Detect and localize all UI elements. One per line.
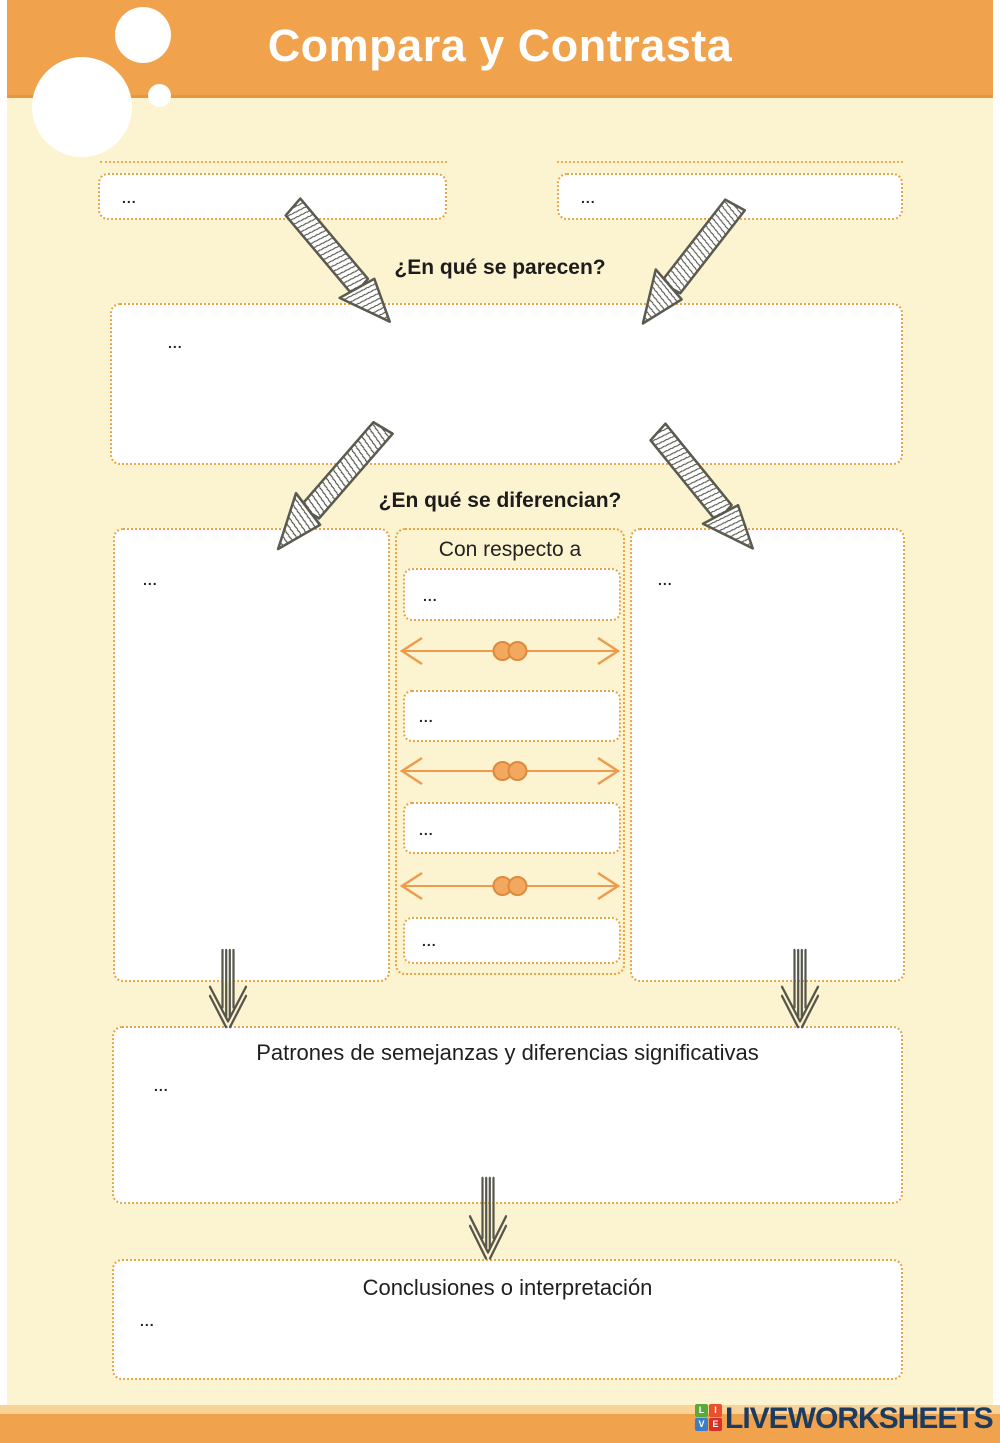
aspect-3-value: ... xyxy=(419,822,434,838)
input-box-topic-a[interactable]: ... xyxy=(98,173,447,220)
footer-bar xyxy=(0,1414,1000,1443)
aspect-4-value: ... xyxy=(422,933,437,949)
page-title: Compara y Contrasta xyxy=(267,20,733,71)
liveworksheets-wordmark: LIVEWORKSHEETS xyxy=(725,1402,994,1435)
aspect-2-value: ... xyxy=(419,709,434,725)
aspects-column: Con respecto a ... ... ... ... xyxy=(395,528,625,975)
conclusions-value: ... xyxy=(140,1313,155,1329)
topic-b-frame-edge xyxy=(557,161,903,163)
similarities-value: ... xyxy=(168,335,183,351)
input-box-conclusions[interactable]: Conclusiones o interpretación ... xyxy=(112,1259,903,1380)
decoration-circle-medium xyxy=(115,7,171,63)
differences-right-value: ... xyxy=(658,572,673,588)
input-box-differences-right[interactable]: ... xyxy=(630,528,905,982)
decoration-circle-large xyxy=(32,57,132,157)
input-box-aspect-1[interactable]: ... xyxy=(403,568,621,621)
footer-divider xyxy=(0,1405,1000,1414)
liveworksheets-logo-icon: L I V E xyxy=(695,1404,722,1431)
differences-question-label: ¿En qué se diferencian? xyxy=(378,489,622,512)
input-box-aspect-2[interactable]: ... xyxy=(403,690,621,742)
logo-letter-e: E xyxy=(709,1418,722,1431)
logo-letter-l: L xyxy=(695,1404,708,1417)
topic-b-value: ... xyxy=(581,190,596,206)
similarities-question-label: ¿En qué se parecen? xyxy=(394,256,606,279)
input-box-aspect-3[interactable]: ... xyxy=(403,802,621,854)
input-box-aspect-4[interactable]: ... xyxy=(403,917,621,964)
logo-letter-i: I xyxy=(709,1404,722,1417)
header-bar: Compara y Contrasta xyxy=(7,0,993,98)
topic-a-value: ... xyxy=(122,190,137,206)
decoration-circle-small xyxy=(148,84,171,107)
differences-left-value: ... xyxy=(143,572,158,588)
conclusions-title: Conclusiones o interpretación xyxy=(362,1275,653,1300)
input-box-similarities[interactable]: ... xyxy=(110,303,903,465)
with-respect-to-label: Con respecto a xyxy=(438,538,582,561)
input-box-differences-left[interactable]: ... xyxy=(113,528,390,982)
patterns-title: Patrones de semejanzas y diferencias sig… xyxy=(256,1040,759,1065)
input-box-patterns[interactable]: Patrones de semejanzas y diferencias sig… xyxy=(112,1026,903,1204)
aspect-1-value: ... xyxy=(423,588,438,604)
topic-a-frame-edge xyxy=(100,161,447,163)
logo-letter-v: V xyxy=(695,1418,708,1431)
patterns-value: ... xyxy=(154,1078,169,1094)
liveworksheets-logo[interactable]: L I V E LIVEWORKSHEETS xyxy=(695,1402,995,1442)
input-box-topic-b[interactable]: ... xyxy=(557,173,903,220)
